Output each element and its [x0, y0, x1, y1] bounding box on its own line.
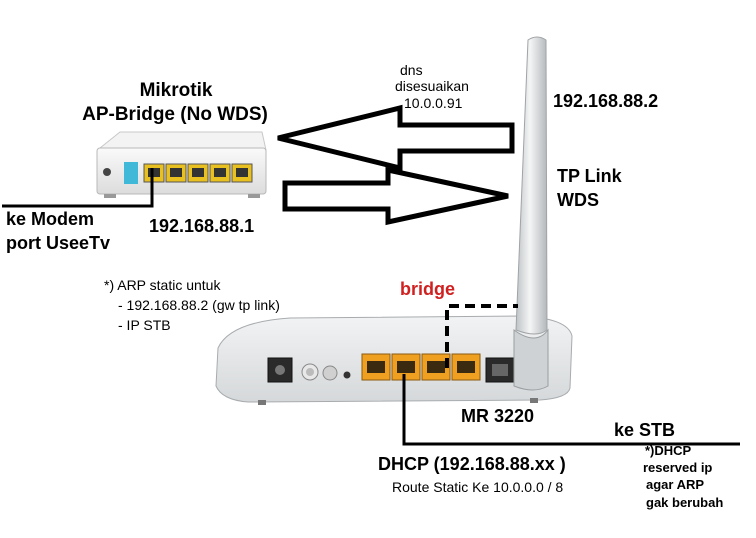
bridge-dashed-link — [445, 304, 518, 368]
right-arrow-icon — [282, 166, 509, 226]
tplink-router — [215, 315, 573, 405]
dhcp-range: DHCP (192.168.88.xx ) — [378, 454, 566, 474]
tplink-model: MR 3220 — [461, 406, 535, 426]
dns-note-line2: disesuaikan — [395, 78, 469, 94]
stb-note-line2: reserved ip — [643, 460, 713, 475]
antenna — [513, 36, 549, 391]
stb-label: ke STB — [614, 420, 676, 440]
mikrotik-mode: AP-Bridge (No WDS) — [82, 104, 268, 125]
arp-note-title: *) ARP static untuk — [104, 277, 221, 293]
tplink-name-line1: TP Link — [557, 166, 622, 186]
modem-uplink-line2: port UseeTv — [6, 233, 111, 253]
mikrotik-led — [124, 162, 138, 184]
mikrotik-device — [96, 131, 267, 198]
dhcp-route: Route Static Ke 10.0.0.0 / 8 — [392, 479, 564, 495]
stb-cable — [402, 374, 740, 446]
left-arrow-icon — [277, 104, 515, 172]
modem-uplink-cable — [2, 168, 154, 208]
arp-note-item1: - 192.168.88.2 (gw tp link) — [118, 297, 280, 313]
dns-note-line3: 10.0.0.91 — [404, 95, 463, 111]
mikrotik-ip: 192.168.88.1 — [149, 216, 255, 236]
tplink-name-line2: WDS — [557, 190, 599, 210]
stb-note-line3: agar ARP — [646, 477, 705, 492]
mikrotik-name: Mikrotik — [139, 80, 213, 101]
tplink-ip: 192.168.88.2 — [553, 91, 659, 111]
stb-note-line1: *)DHCP — [645, 443, 692, 458]
dns-note-line1: dns — [400, 62, 423, 78]
bridge-label: bridge — [400, 279, 456, 299]
arp-note-item2: - IP STB — [118, 317, 171, 333]
stb-note-line4: gak berubah — [646, 495, 724, 510]
modem-uplink-line1: ke Modem — [6, 209, 95, 229]
